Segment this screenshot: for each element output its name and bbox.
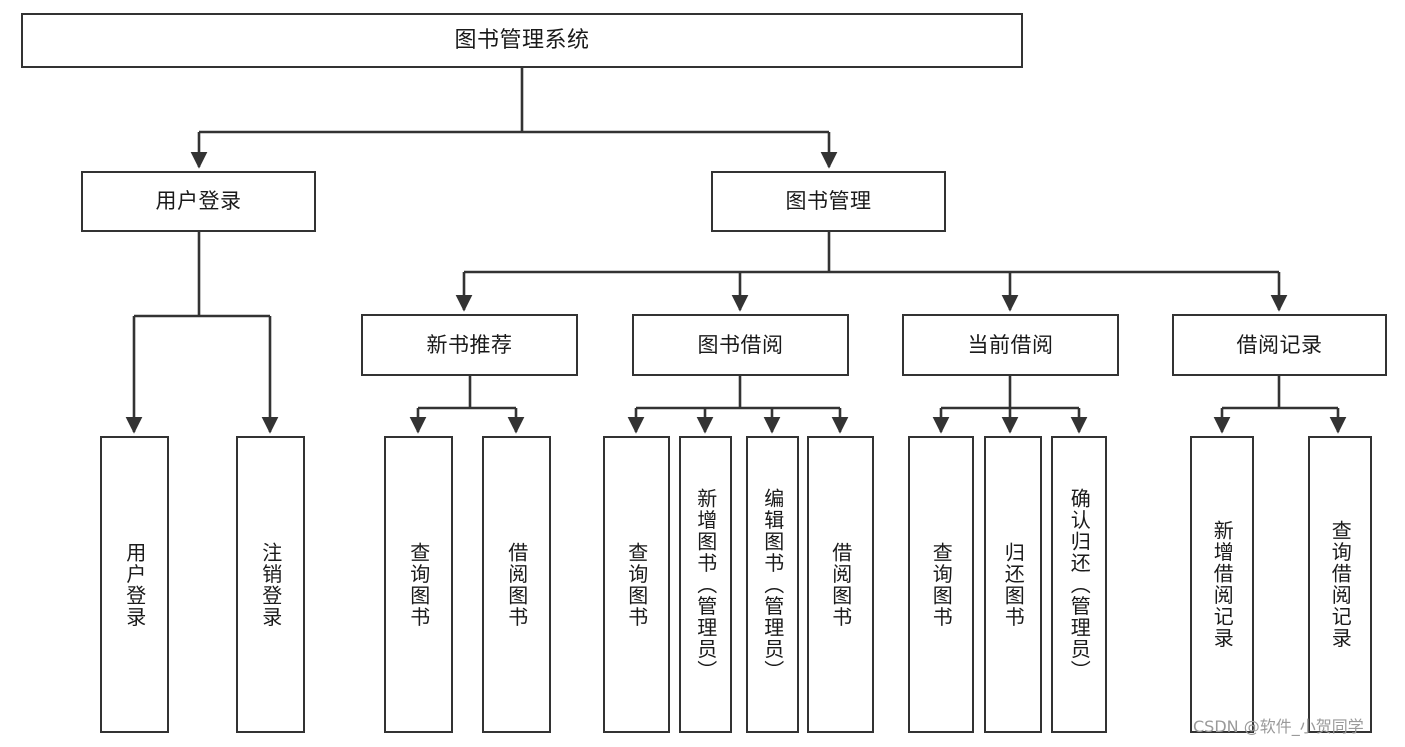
- node-label: 当前借阅: [967, 332, 1054, 357]
- node-label: 借阅图书: [504, 541, 529, 628]
- leaf-recommend-borrow-book[interactable]: 借阅图书: [482, 436, 551, 733]
- leaf-user-login-logout[interactable]: 注销登录: [236, 436, 305, 733]
- leaf-record-add-record[interactable]: 新增借阅记录: [1190, 436, 1254, 733]
- node-user-login[interactable]: 用户登录: [81, 171, 316, 232]
- leaf-user-login-login[interactable]: 用户登录: [100, 436, 169, 733]
- node-label: 查询图书: [929, 541, 954, 628]
- node-new-book-recommend[interactable]: 新书推荐: [361, 314, 578, 376]
- node-label: 归还图书: [1001, 541, 1026, 628]
- leaf-current-return-book[interactable]: 归还图书: [984, 436, 1042, 733]
- node-label: 图书管理: [785, 189, 872, 214]
- node-label: 查询图书: [624, 541, 649, 628]
- node-label: 用户登录: [155, 189, 242, 214]
- node-label: 用户登录: [122, 541, 147, 628]
- leaf-current-query-book[interactable]: 查询图书: [908, 436, 974, 733]
- leaf-recommend-query-book[interactable]: 查询图书: [384, 436, 453, 733]
- node-label: 编辑图书（管理员）: [760, 487, 785, 682]
- node-book-borrow[interactable]: 图书借阅: [632, 314, 849, 376]
- leaf-borrow-add-book-admin[interactable]: 新增图书（管理员）: [679, 436, 732, 733]
- node-label: 借阅记录: [1236, 332, 1323, 357]
- leaf-current-confirm-return-admin[interactable]: 确认归还（管理员）: [1051, 436, 1107, 733]
- node-label: 注销登录: [258, 541, 283, 628]
- leaf-borrow-borrow-book[interactable]: 借阅图书: [807, 436, 874, 733]
- leaf-borrow-edit-book-admin[interactable]: 编辑图书（管理员）: [746, 436, 799, 733]
- node-label: 查询图书: [406, 541, 431, 628]
- node-label: 新增图书（管理员）: [693, 487, 718, 682]
- node-label: 图书借阅: [697, 332, 784, 357]
- leaf-borrow-query-book[interactable]: 查询图书: [603, 436, 670, 733]
- leaf-record-query-record[interactable]: 查询借阅记录: [1308, 436, 1372, 733]
- node-label: 查询借阅记录: [1328, 520, 1353, 649]
- node-label: 新增借阅记录: [1210, 520, 1235, 649]
- node-label: 借阅图书: [828, 541, 853, 628]
- node-label: 新书推荐: [426, 332, 513, 357]
- node-label: 确认归还（管理员）: [1067, 487, 1092, 682]
- node-borrow-record[interactable]: 借阅记录: [1172, 314, 1387, 376]
- node-root-system[interactable]: 图书管理系统: [21, 13, 1023, 68]
- csdn-watermark: CSDN @软件_小贺同学: [1193, 717, 1364, 736]
- node-book-management[interactable]: 图书管理: [711, 171, 946, 232]
- node-label: 图书管理系统: [454, 27, 590, 53]
- node-current-borrow[interactable]: 当前借阅: [902, 314, 1119, 376]
